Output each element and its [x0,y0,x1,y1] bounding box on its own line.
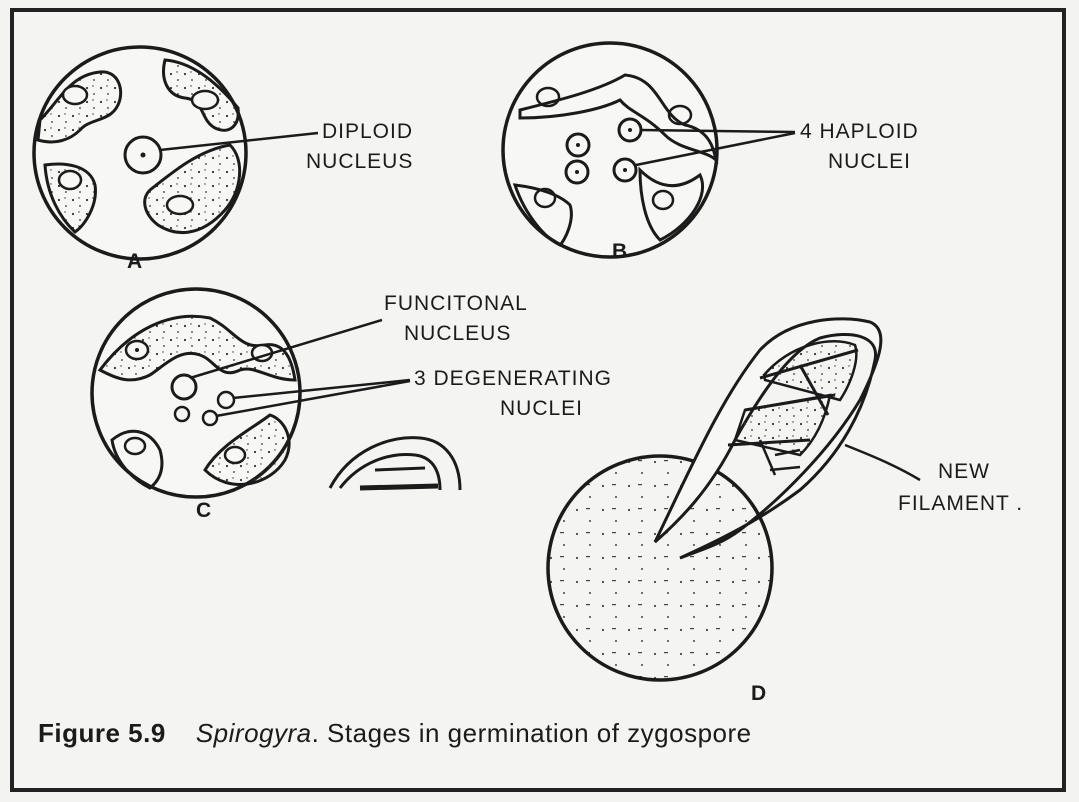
figure-number: Figure 5.9 [38,718,166,748]
stage-c-letter: C [196,499,211,522]
figure-caption: Figure 5.9 Spirogyra. Stages in germinati… [38,718,752,758]
new-filament-label-line2: FILAMENT . [898,492,1023,515]
diploid-label-line2: NUCLEUS [306,150,413,173]
stage-a-zygospore [34,47,318,259]
caption-text: . Stages in germination of zygospore [312,718,752,748]
stage-a-letter: A [127,250,142,273]
stage-d-letter: D [751,682,766,705]
zygospore-wall [548,456,772,680]
caption-genus: Spirogyra [196,718,312,748]
stage-b-letter: B [612,240,627,263]
new-filament-label-line1: NEW [938,460,990,483]
functional-label-line1: FUNCITONAL [384,292,528,315]
haploid-label-line2: NUCLEI [828,150,911,173]
functional-label-line2: NUCLEUS [404,322,511,345]
functional-nucleus [172,375,196,399]
degenerating-label-line1: 3 DEGENERATING [414,367,612,390]
haploid-label-line1: 4 HAPLOID [800,120,919,143]
stage-b-zygospore [503,43,795,257]
diploid-label-line1: DIPLOID [322,120,413,143]
degenerating-label-line2: NUCLEI [500,397,583,420]
filament-fragment [330,438,460,490]
